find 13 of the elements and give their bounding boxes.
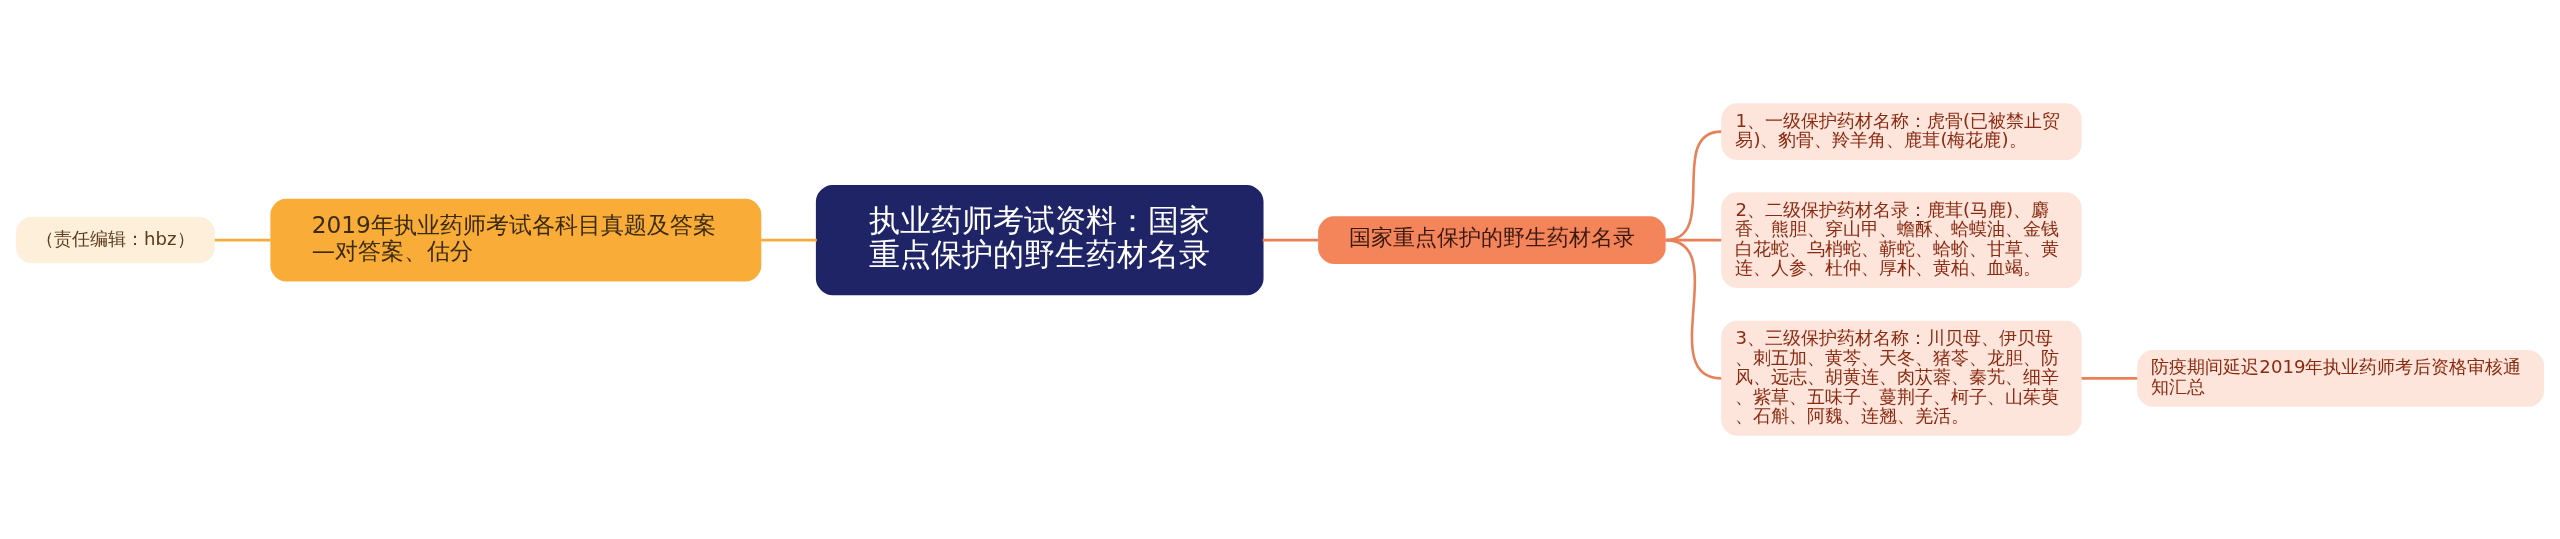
node-box: 3、三级保护药材名称：川贝母、伊贝母、刺五加、黄芩、天冬、猪苓、龙胆、防风、远志、胡黄连、肉苁蓉、秦艽、细辛、紫草、五味子、蔓荆子、柯子、山茱萸、石斛、阿魏、连翘、羌活。 (1721, 320, 2082, 436)
node-box: 1、一级保护药材名称：虎骨(已被禁止贸易)、豹骨、羚羊角、鹿茸(梅花鹿)。 (1721, 103, 2082, 160)
node-box: 防疫期间延迟2019年执业药师考后资格审核通知汇总 (2137, 349, 2545, 407)
node-box: 2、二级保护药材名录：鹿茸(马鹿)、麝香、熊胆、穿山甲、蟾酥、蛤蟆油、金钱白花蛇、乌梢蛇、蕲蛇、蛤蚧、甘草、黄连、人参、杜仲、厚朴、黄柏、血竭。 (1721, 192, 2082, 288)
node-box: （责任编辑：hbz） (15, 216, 215, 264)
node-box: 执业药师考试资料：国家重点保护的野生药材名录 (815, 184, 1264, 296)
connector (1665, 238, 1722, 380)
connector (761, 238, 817, 242)
node-box: 国家重点保护的野生药材名录 (1318, 216, 1666, 264)
connector (214, 238, 271, 242)
node-box: 2019年执业药师考试各科目真题及答案—对答案、估分 (270, 198, 762, 282)
connector (2081, 377, 2138, 380)
connector (1262, 238, 1319, 242)
